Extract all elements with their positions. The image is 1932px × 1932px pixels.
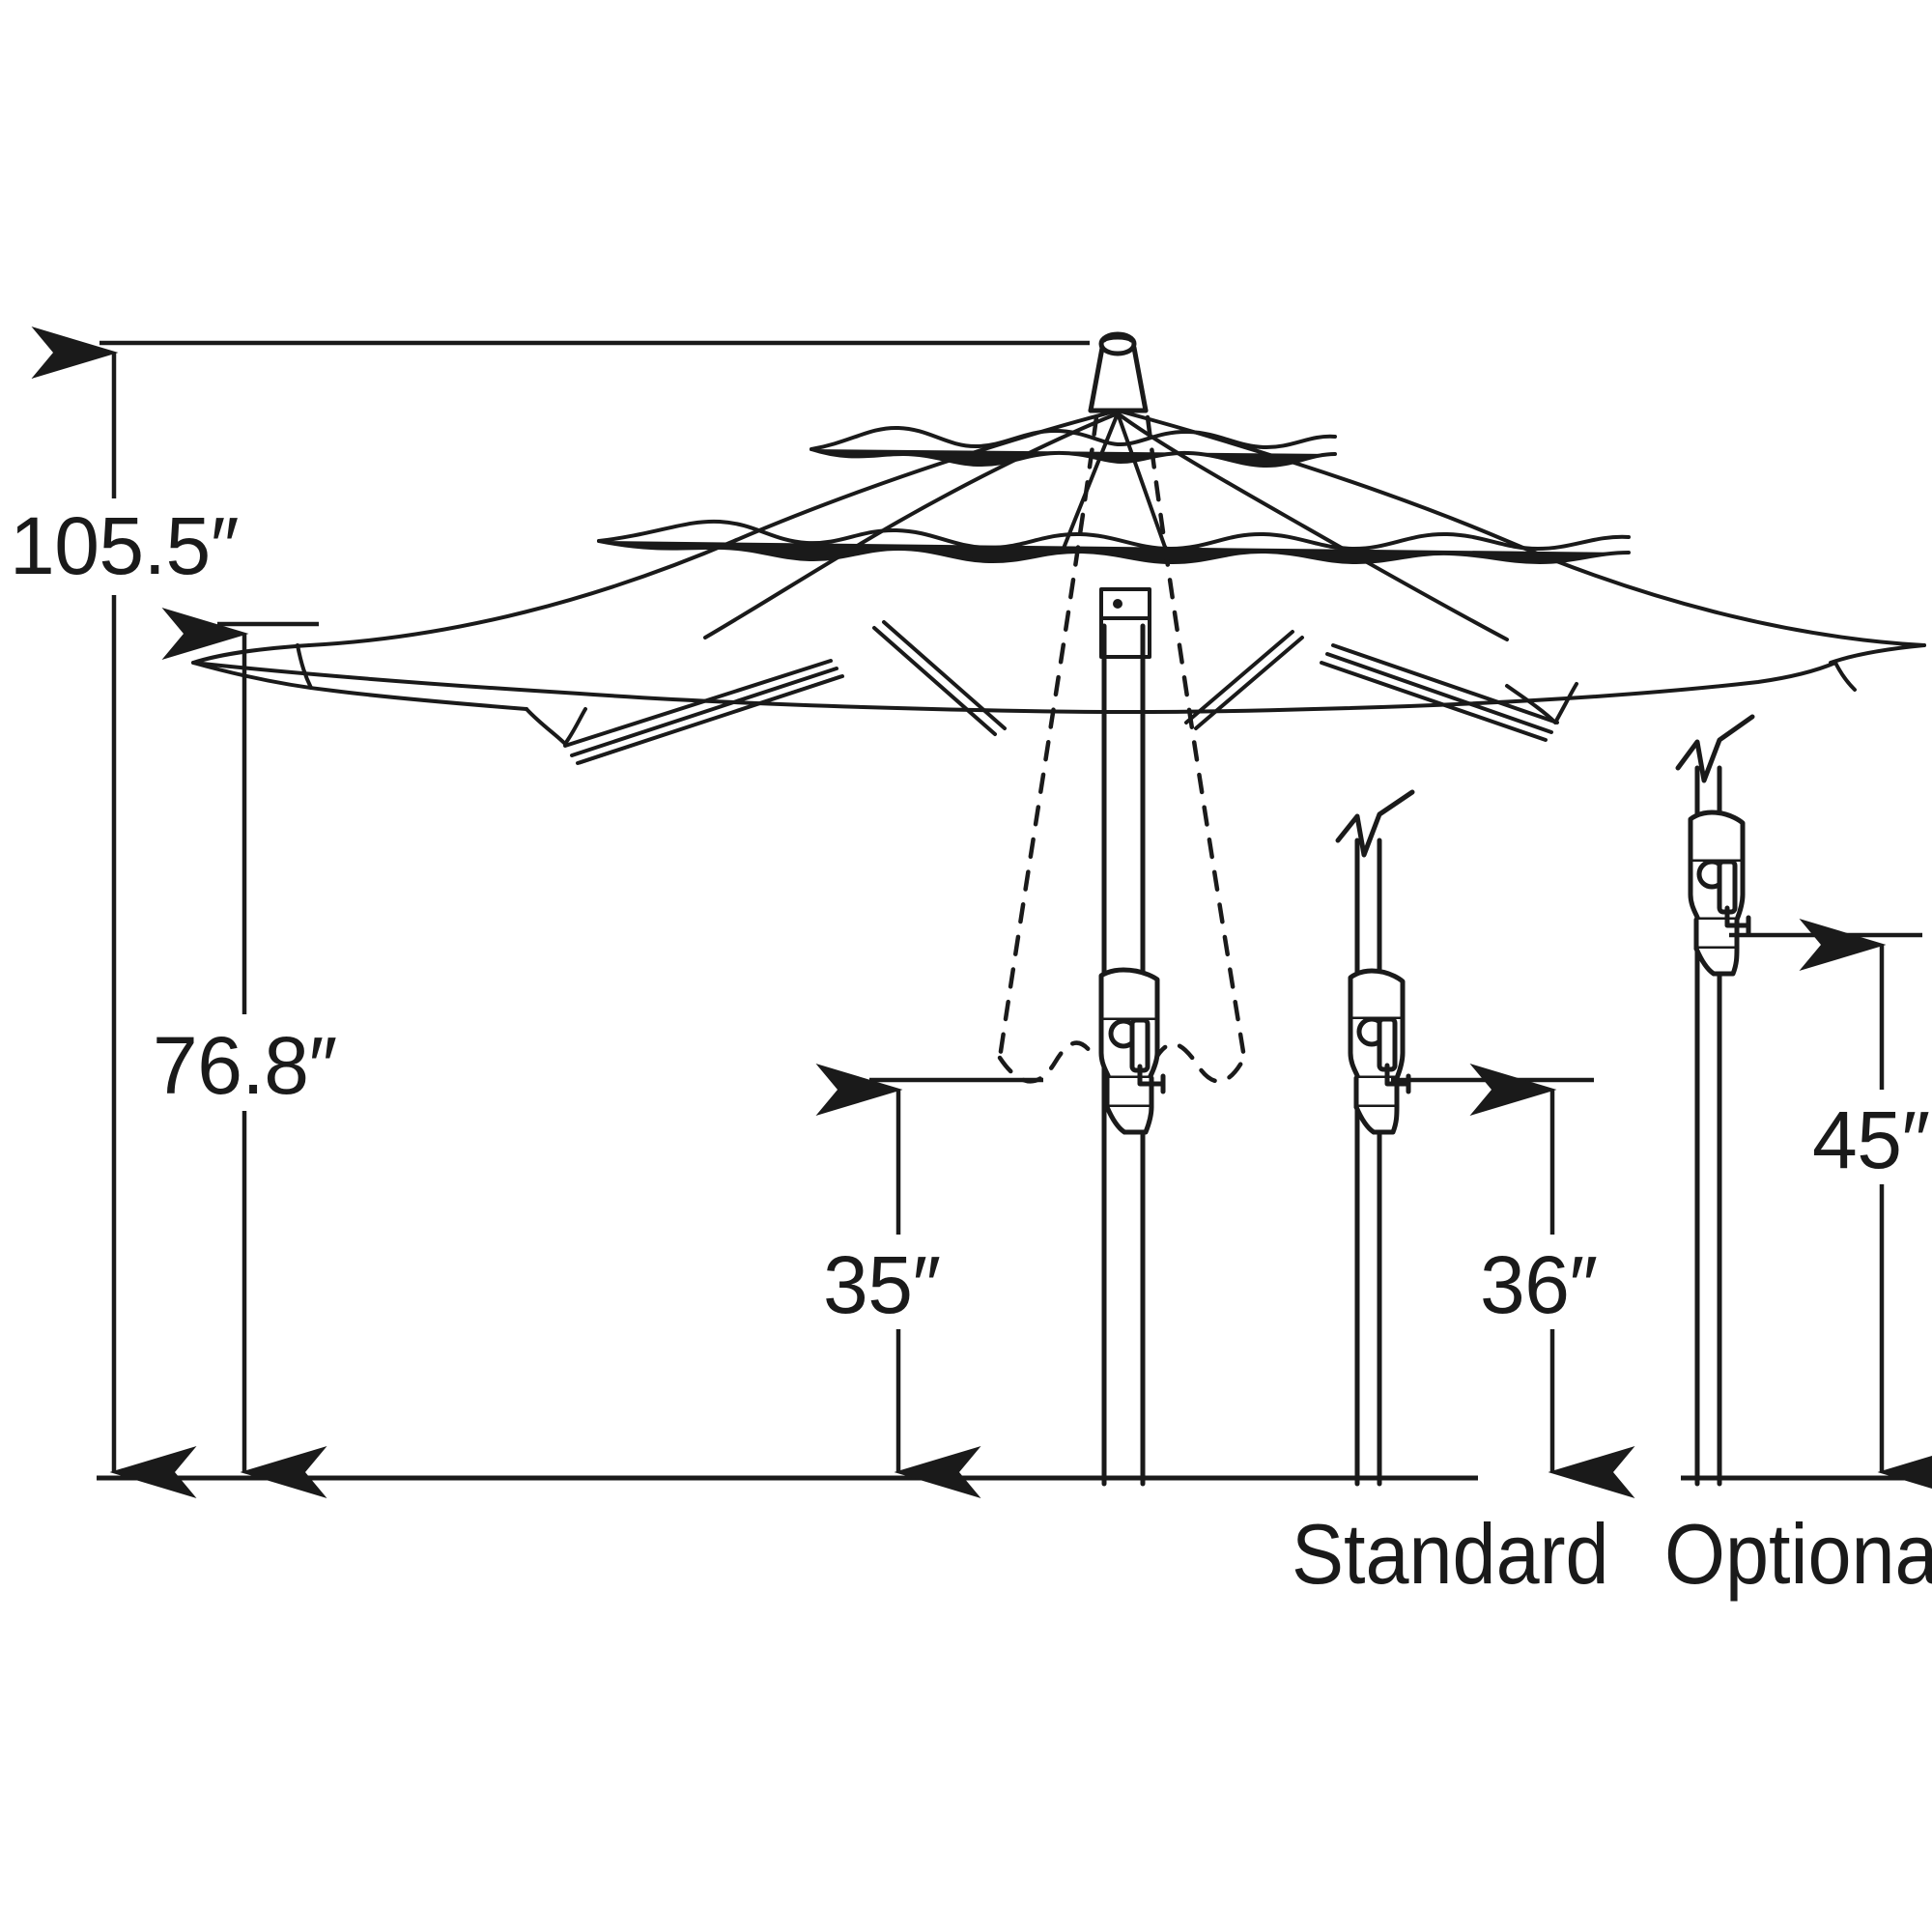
dimension-label-standard-hub-height: 36″: [1480, 1239, 1598, 1330]
standard-crank-hub: [1348, 968, 1411, 1135]
dimension-label-optional-hub-height: 45″: [1812, 1094, 1930, 1185]
dimension-label-hub-height: 35″: [823, 1239, 941, 1330]
pole-variant-label-standard: Standard: [1292, 1506, 1609, 1602]
standard-pole-detail: [1335, 789, 1415, 1487]
rib-left: [563, 659, 844, 765]
optional-crank-hub: [1688, 810, 1751, 977]
dimension-label-canopy-edge-height: 76.8″: [153, 1020, 337, 1111]
strut-right: [1184, 630, 1304, 730]
closed-canopy-hem: [997, 1040, 1247, 1084]
canopy-group: [191, 331, 1926, 1487]
dimension-lines: [31, 327, 1932, 1498]
standard-break-line: [1335, 789, 1415, 858]
pole-variant-label-optional: Optional: [1664, 1506, 1932, 1602]
closed-canopy-guides: [997, 414, 1247, 1061]
finial-icon: [1088, 331, 1149, 413]
canopy-hub: [1099, 587, 1151, 659]
dimension-label-overall-height: 105.5″: [10, 500, 239, 591]
optional-break-line: [1675, 714, 1755, 783]
main-crank-hub: [1098, 967, 1166, 1135]
rib-right: [1320, 643, 1559, 742]
strut-left: [872, 620, 1007, 736]
optional-pole-detail: [1675, 714, 1755, 1487]
